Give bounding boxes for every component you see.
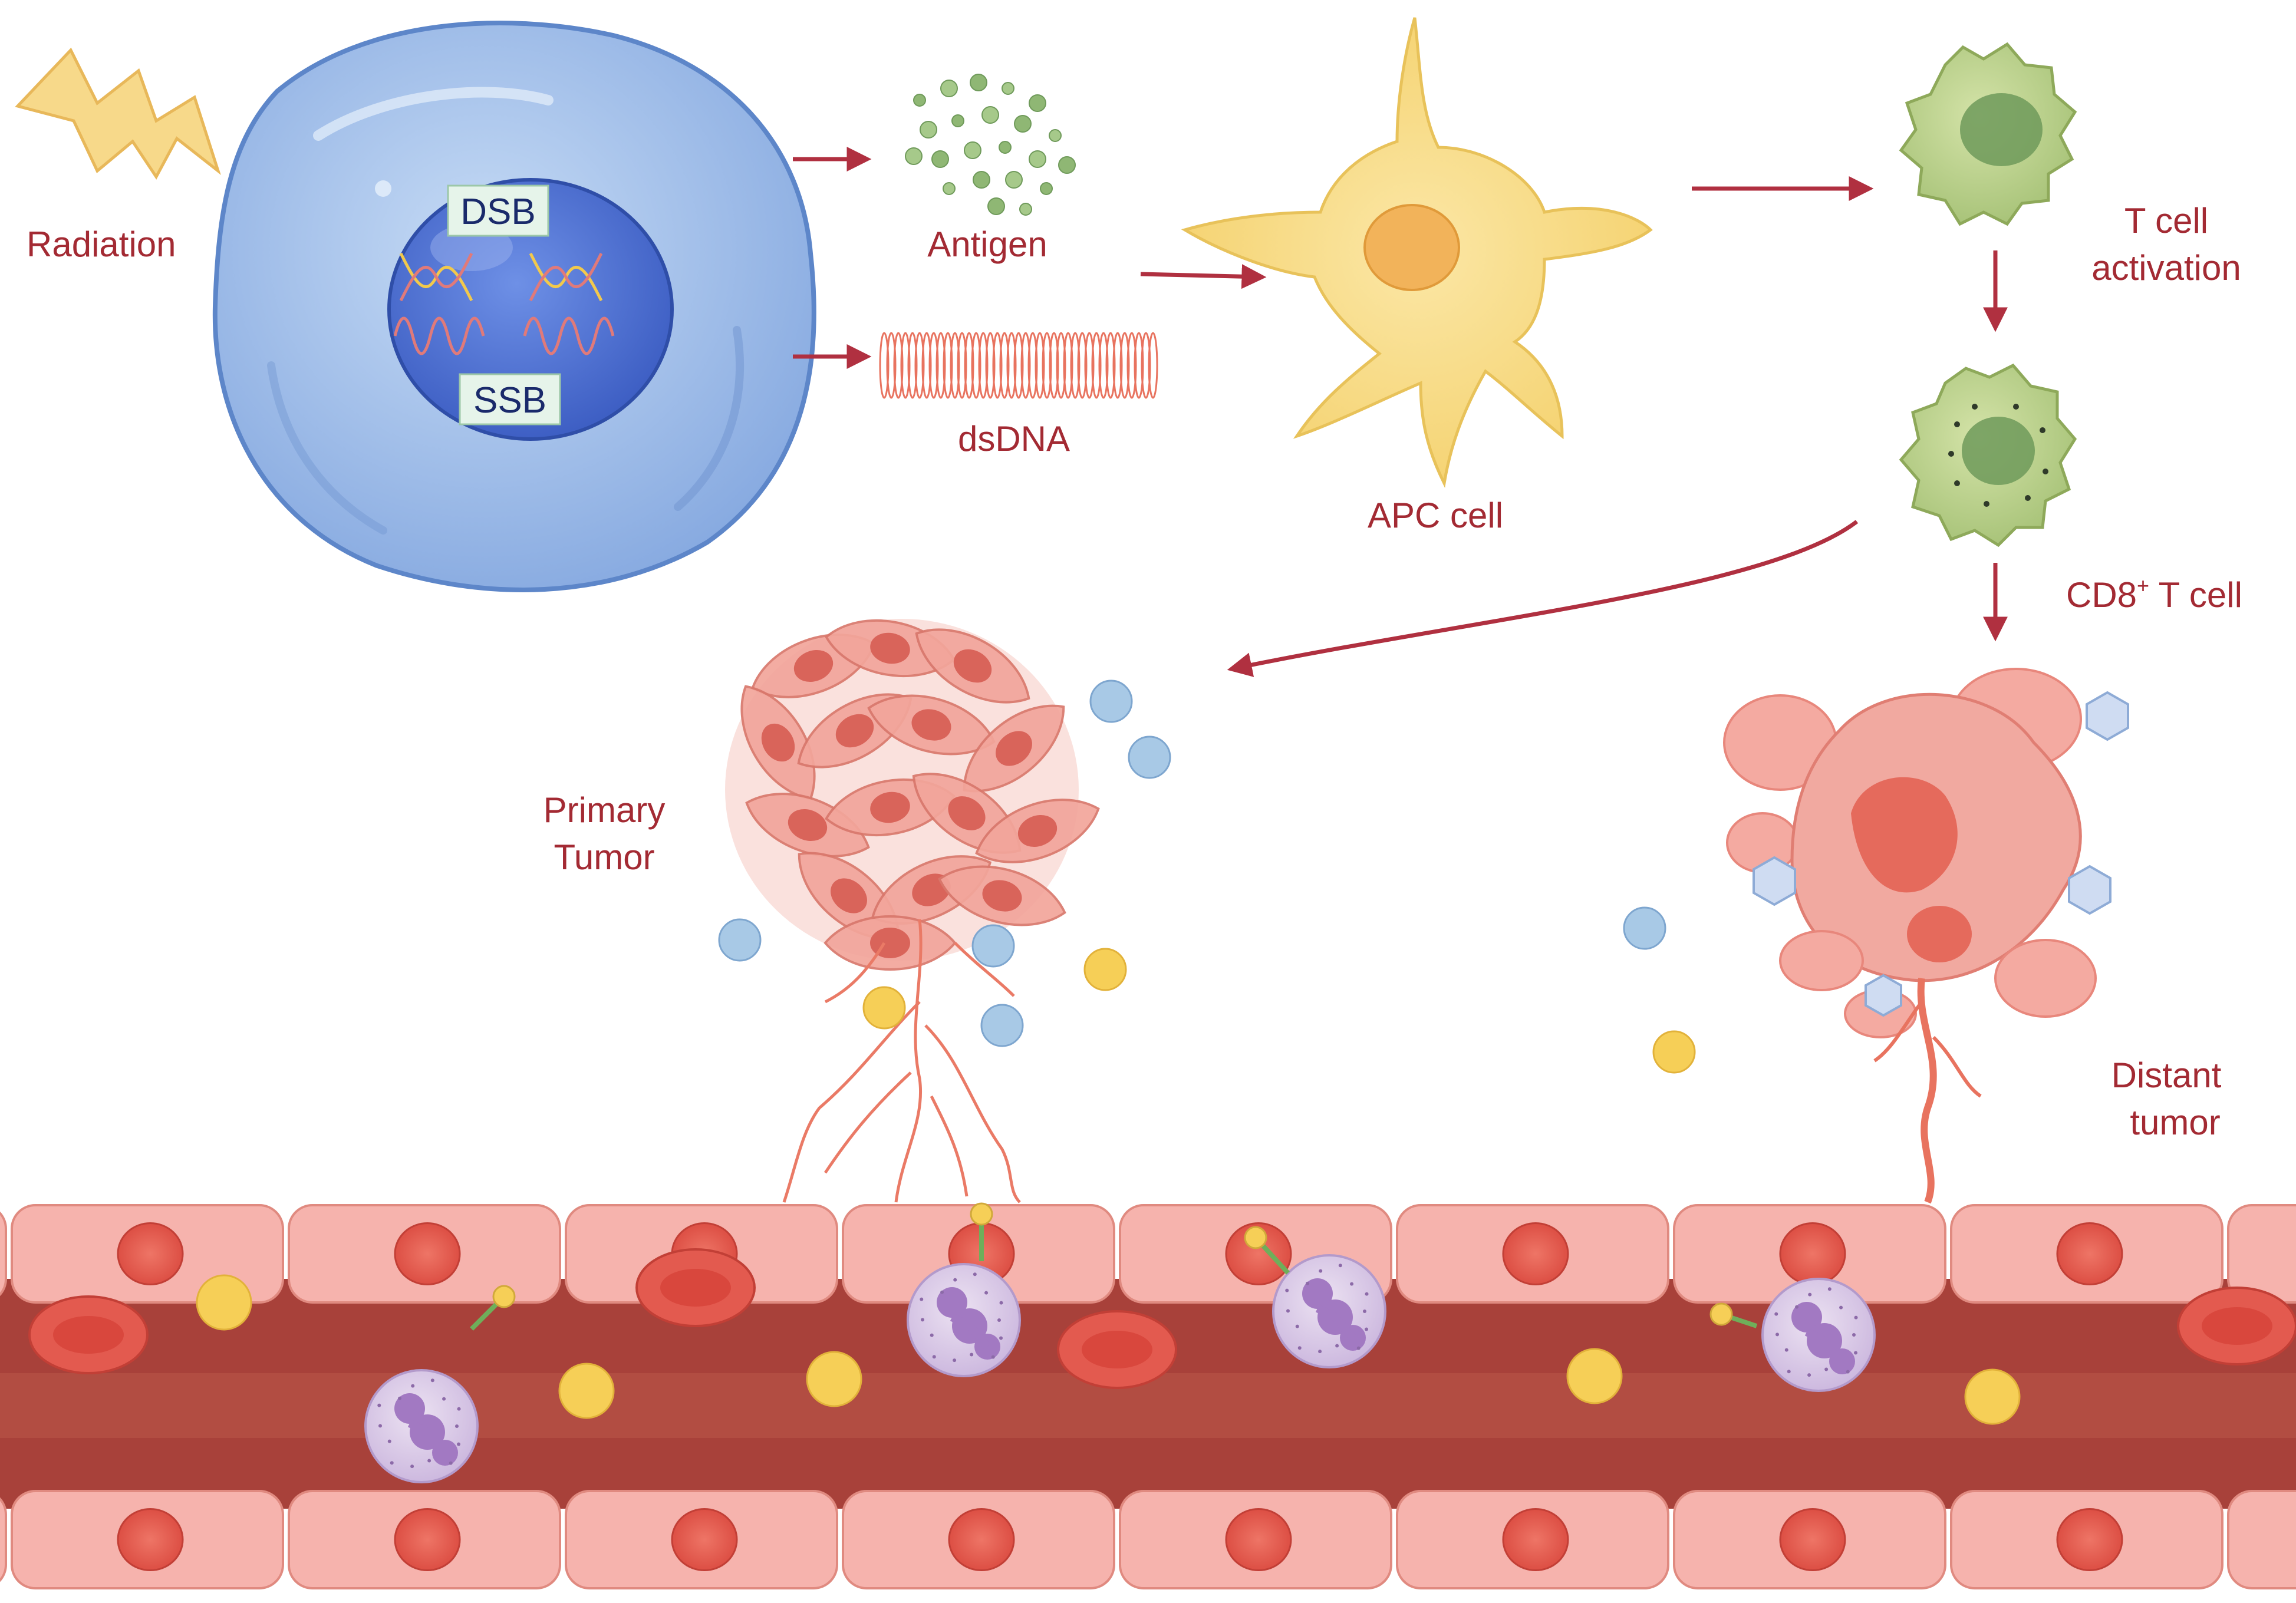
blood-vessel [0,1202,2296,1589]
cd8-suffix: T cell [2149,575,2242,615]
arrow-to-apc [1140,264,1267,289]
t-cell-activation-label-1: T cell [2124,201,2208,240]
dsdna-coil-icon [879,332,1158,399]
radiation-bolt-icon [15,47,221,180]
cd8-prefix: CD8 [2066,575,2137,615]
antibody-hexagons-icon [1753,691,2129,1017]
t-cell [1899,42,2077,226]
distant-tumor-label-2: tumor [2130,1103,2220,1142]
apc-cell-label: APC cell [1368,496,1503,535]
apc-cell [1181,17,1653,488]
antigen-particles-icon [905,74,1076,216]
arrow-to-primary-tumor [1227,520,1859,677]
cd8-superscript: + [2137,573,2149,598]
primary-tumor-label-1: Primary [543,790,666,830]
dna-dsb-helix [399,252,603,302]
ssb-label: SSB [473,380,546,421]
antigen-label: Antigen [927,225,1047,264]
t-cell-activation-label-2: activation [2091,248,2241,288]
dsb-label-box [447,184,549,237]
primary-tumor [725,619,1100,1203]
ssb-label-box [459,373,561,426]
primary-tumor-label-2: Tumor [554,837,654,877]
dsb-label: DSB [460,192,535,232]
cd8-t-cell [1899,363,2077,547]
cd8-t-cell-label: CD8+ T cell [2066,573,2242,615]
radiation-label: Radiation [27,225,176,264]
distant-tumor-label-1: Distant [2111,1056,2222,1095]
dna-ssb-strand [393,316,615,355]
dsdna-label: dsDNA [958,419,1070,459]
distant-tumor [1723,668,2097,1204]
cytokine-dots-icon [718,680,1696,1074]
